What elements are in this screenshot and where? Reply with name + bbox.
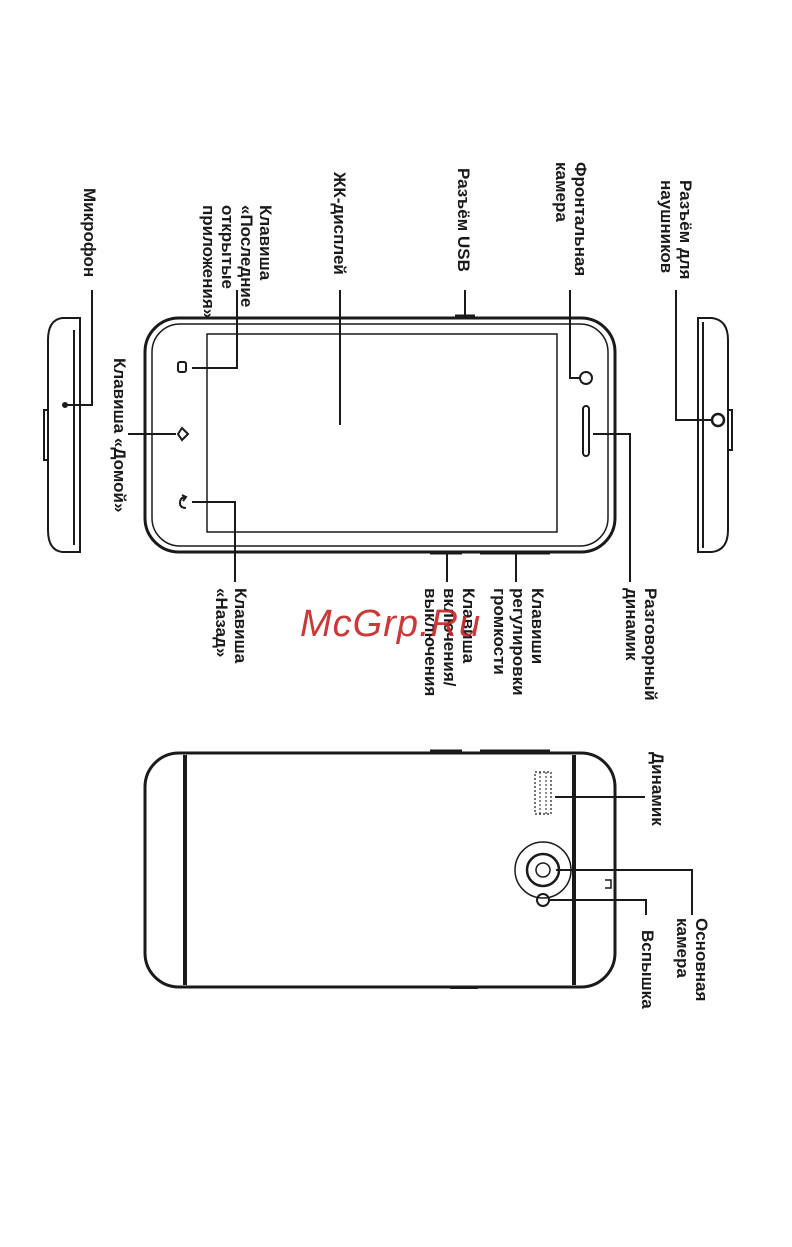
home-key-icon	[178, 428, 188, 440]
side-view-right	[698, 318, 732, 552]
earpiece-slot	[583, 406, 589, 456]
leader-lines-back	[549, 797, 692, 915]
label-earpiece: Разговорный динамик	[622, 588, 660, 705]
phone-front	[145, 316, 615, 553]
back-key-icon	[180, 495, 186, 508]
label-flash: Вспышка	[638, 930, 657, 1009]
front-camera-lens	[580, 372, 592, 384]
label-front-camera: Фронтальная камера	[552, 162, 590, 281]
speaker-grille	[535, 772, 551, 814]
label-volume-keys: Клавиши регулировки громкости	[490, 588, 547, 700]
label-microphone: Микрофон	[80, 188, 99, 277]
side-view-left	[44, 318, 80, 552]
flash-led	[537, 894, 549, 906]
lcd-screen	[207, 334, 557, 532]
label-headphone-jack: Разъём для наушников	[657, 180, 695, 284]
phone-back	[145, 751, 615, 988]
label-lcd-display: ЖК-дисплей	[330, 171, 349, 275]
label-back-key: Клавиша «Назад»	[212, 588, 250, 668]
label-usb-port: Разъём USB	[454, 168, 473, 272]
label-speaker: Динамик	[648, 752, 667, 826]
recent-apps-key-icon	[178, 362, 186, 372]
label-home-key: Клавиша «Домой»	[110, 358, 129, 512]
label-main-camera: Основная камера	[673, 918, 711, 1006]
watermark: McGrp.Ru	[300, 603, 481, 646]
